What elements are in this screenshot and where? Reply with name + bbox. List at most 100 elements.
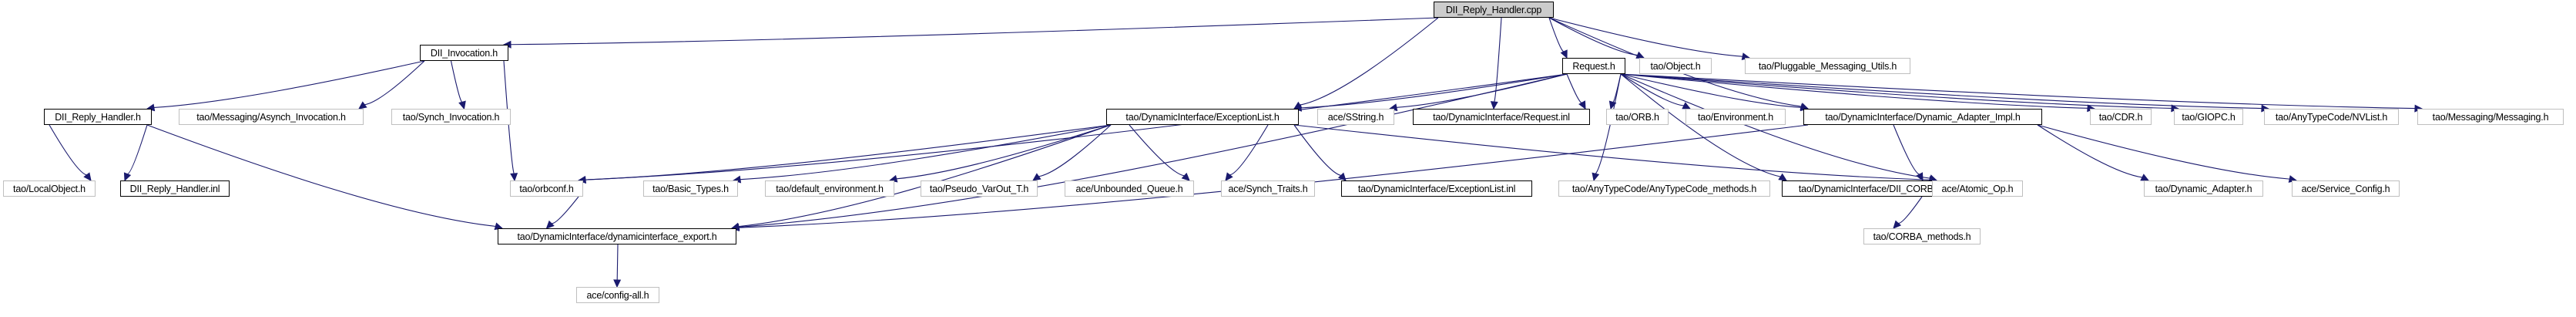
graph-node-label: tao/Basic_Types.h <box>652 183 729 194</box>
graph-node-n31[interactable]: ace/Service_Config.h <box>2292 180 2400 197</box>
graph-node-n3[interactable]: tao/Object.h <box>1639 58 1712 74</box>
graph-edge-arrowhead <box>1608 100 1617 110</box>
graph-node-label: Request.h <box>1572 60 1615 72</box>
graph-node-n20[interactable]: tao/orbconf.h <box>510 180 583 197</box>
graph-node-label: tao/DynamicInterface/Dynamic_Adapter_Imp… <box>1825 111 2021 123</box>
graph-node-n29[interactable]: ace/Atomic_Op.h <box>1932 180 2023 197</box>
graph-edge-arrowhead <box>510 173 518 182</box>
graph-edge <box>1548 17 1743 57</box>
graph-node-n26[interactable]: tao/DynamicInterface/ExceptionList.inl <box>1341 180 1532 197</box>
graph-edge <box>49 124 87 176</box>
graph-node-n24[interactable]: ace/Unbounded_Queue.h <box>1065 180 1194 197</box>
graph-node-n14[interactable]: tao/CDR.h <box>2090 109 2152 125</box>
graph-node-n7[interactable]: tao/Synch_Invocation.h <box>391 109 511 125</box>
graph-node-label: tao/ORB.h <box>1615 111 1659 123</box>
graph-node-label: tao/orbconf.h <box>519 183 574 194</box>
graph-node-n2[interactable]: Request.h <box>1562 58 1625 74</box>
graph-node-n9[interactable]: ace/SString.h <box>1317 109 1394 125</box>
graph-edge <box>2037 124 2143 178</box>
graph-node-n4[interactable]: tao/Pluggable_Messaging_Utils.h <box>1745 58 1910 74</box>
graph-node-label: tao/DynamicInterface/Request.inl <box>1433 111 1570 123</box>
graph-edge-arrowhead <box>1490 101 1498 110</box>
graph-node-n18[interactable]: tao/LocalObject.h <box>3 180 96 197</box>
graph-node-n22[interactable]: tao/default_environment.h <box>765 180 894 197</box>
graph-node-n32[interactable]: tao/DynamicInterface/dynamicinterface_ex… <box>498 228 736 244</box>
graph-edge-arrowhead <box>1778 173 1787 181</box>
graph-node-label: tao/AnyTypeCode/NVList.h <box>2275 111 2388 123</box>
graph-node-n30[interactable]: tao/Dynamic_Adapter.h <box>2144 180 2263 197</box>
graph-node-label: tao/Synch_Invocation.h <box>402 111 500 123</box>
graph-node-n11[interactable]: tao/ORB.h <box>1606 109 1669 125</box>
graph-node-n8[interactable]: tao/DynamicInterface/ExceptionList.h <box>1106 109 1299 125</box>
graph-edge <box>1566 73 1583 103</box>
graph-edge-arrowhead <box>1893 220 1902 229</box>
graph-edge <box>896 124 1112 180</box>
graph-node-n25[interactable]: ace/Synch_Traits.h <box>1221 180 1315 197</box>
graph-edge <box>1293 124 1342 176</box>
graph-node-label: DII_Invocation.h <box>430 47 498 59</box>
graph-edge <box>1620 73 2088 109</box>
graph-edge <box>450 60 463 103</box>
graph-edge-arrowhead <box>2140 174 2150 181</box>
graph-node-n19[interactable]: DII_Reply_Handler.inl <box>120 180 230 197</box>
graph-node-label: tao/LocalObject.h <box>13 183 86 194</box>
graph-node-n5[interactable]: DII_Reply_Handler.h <box>44 109 152 125</box>
graph-edge-arrowhead <box>1032 173 1041 181</box>
graph-node-label: DII_Reply_Handler.inl <box>129 183 220 194</box>
graph-edge <box>1494 17 1502 103</box>
graph-node-label: tao/Messaging/Asynch_Invocation.h <box>196 111 346 123</box>
graph-node-label: tao/Environment.h <box>1697 111 1774 123</box>
graph-node-label: tao/AnyTypeCode/AnyTypeCode_methods.h <box>1571 183 1757 194</box>
graph-node-n23[interactable]: tao/Pseudo_VarOut_T.h <box>921 180 1038 197</box>
graph-edge <box>738 124 1809 228</box>
graph-edge-arrowhead <box>123 172 132 182</box>
graph-node-n34[interactable]: ace/config-all.h <box>576 287 659 303</box>
graph-edge-arrowhead <box>458 100 466 110</box>
graph-node-label: DII_Reply_Handler.cpp <box>1445 4 1542 15</box>
graph-edge <box>364 60 425 106</box>
graph-edge <box>1548 17 1638 56</box>
graph-node-n33[interactable]: tao/CORBA_methods.h <box>1863 228 1981 244</box>
graph-edge <box>1620 73 2416 110</box>
graph-edge-arrowhead <box>358 101 367 110</box>
graph-node-label: tao/DynamicInterface/ExceptionList.inl <box>1357 183 1516 194</box>
graph-node-label: ace/Unbounded_Queue.h <box>1075 183 1183 194</box>
graph-node-label: tao/default_environment.h <box>776 183 884 194</box>
graph-node-label: tao/Pluggable_Messaging_Utils.h <box>1758 60 1897 72</box>
graph-edge <box>738 124 1112 228</box>
graph-edge <box>585 124 1112 180</box>
graph-node-n16[interactable]: tao/AnyTypeCode/NVList.h <box>2264 109 2399 125</box>
graph-edge-arrowhead <box>1225 172 1233 181</box>
graph-edge <box>1612 73 1622 103</box>
graph-edge <box>551 196 579 224</box>
graph-node-n10[interactable]: tao/DynamicInterface/Request.inl <box>1413 109 1590 125</box>
graph-edge <box>153 60 425 109</box>
graph-edge <box>1620 73 1781 177</box>
graph-node-label: tao/Dynamic_Adapter.h <box>2155 183 2252 194</box>
graph-edge <box>510 17 1439 46</box>
graph-edge-arrowhead <box>83 172 92 181</box>
graph-edge <box>1620 73 1930 179</box>
graph-node-label: tao/CDR.h <box>2098 111 2143 123</box>
graph-edge <box>1038 124 1112 177</box>
graph-node-n0[interactable]: DII_Reply_Handler.cpp <box>1434 2 1554 18</box>
graph-node-n27[interactable]: tao/AnyTypeCode/AnyTypeCode_methods.h <box>1558 180 1770 197</box>
graph-edge <box>1548 17 1565 52</box>
graph-edge-arrowhead <box>1578 100 1586 110</box>
graph-edge <box>738 73 1568 228</box>
graph-node-n17[interactable]: tao/Messaging/Messaging.h <box>2417 109 2564 125</box>
graph-edge <box>1300 17 1439 106</box>
graph-node-n21[interactable]: tao/Basic_Types.h <box>643 180 738 197</box>
graph-edge <box>1897 196 1923 224</box>
graph-node-n12[interactable]: tao/Environment.h <box>1685 109 1786 125</box>
graph-edge <box>1893 124 1920 175</box>
graph-edge-arrowhead <box>545 220 555 229</box>
graph-node-label: ace/config-all.h <box>586 289 649 301</box>
graph-node-n13[interactable]: tao/DynamicInterface/Dynamic_Adapter_Imp… <box>1803 109 2042 125</box>
graph-node-n15[interactable]: tao/GIOPC.h <box>2174 109 2243 125</box>
graph-node-n1[interactable]: DII_Invocation.h <box>420 45 508 61</box>
graph-edge-arrowhead <box>1337 172 1347 181</box>
graph-node-n6[interactable]: tao/Messaging/Asynch_Invocation.h <box>179 109 364 125</box>
graph-edge <box>1300 73 1568 109</box>
